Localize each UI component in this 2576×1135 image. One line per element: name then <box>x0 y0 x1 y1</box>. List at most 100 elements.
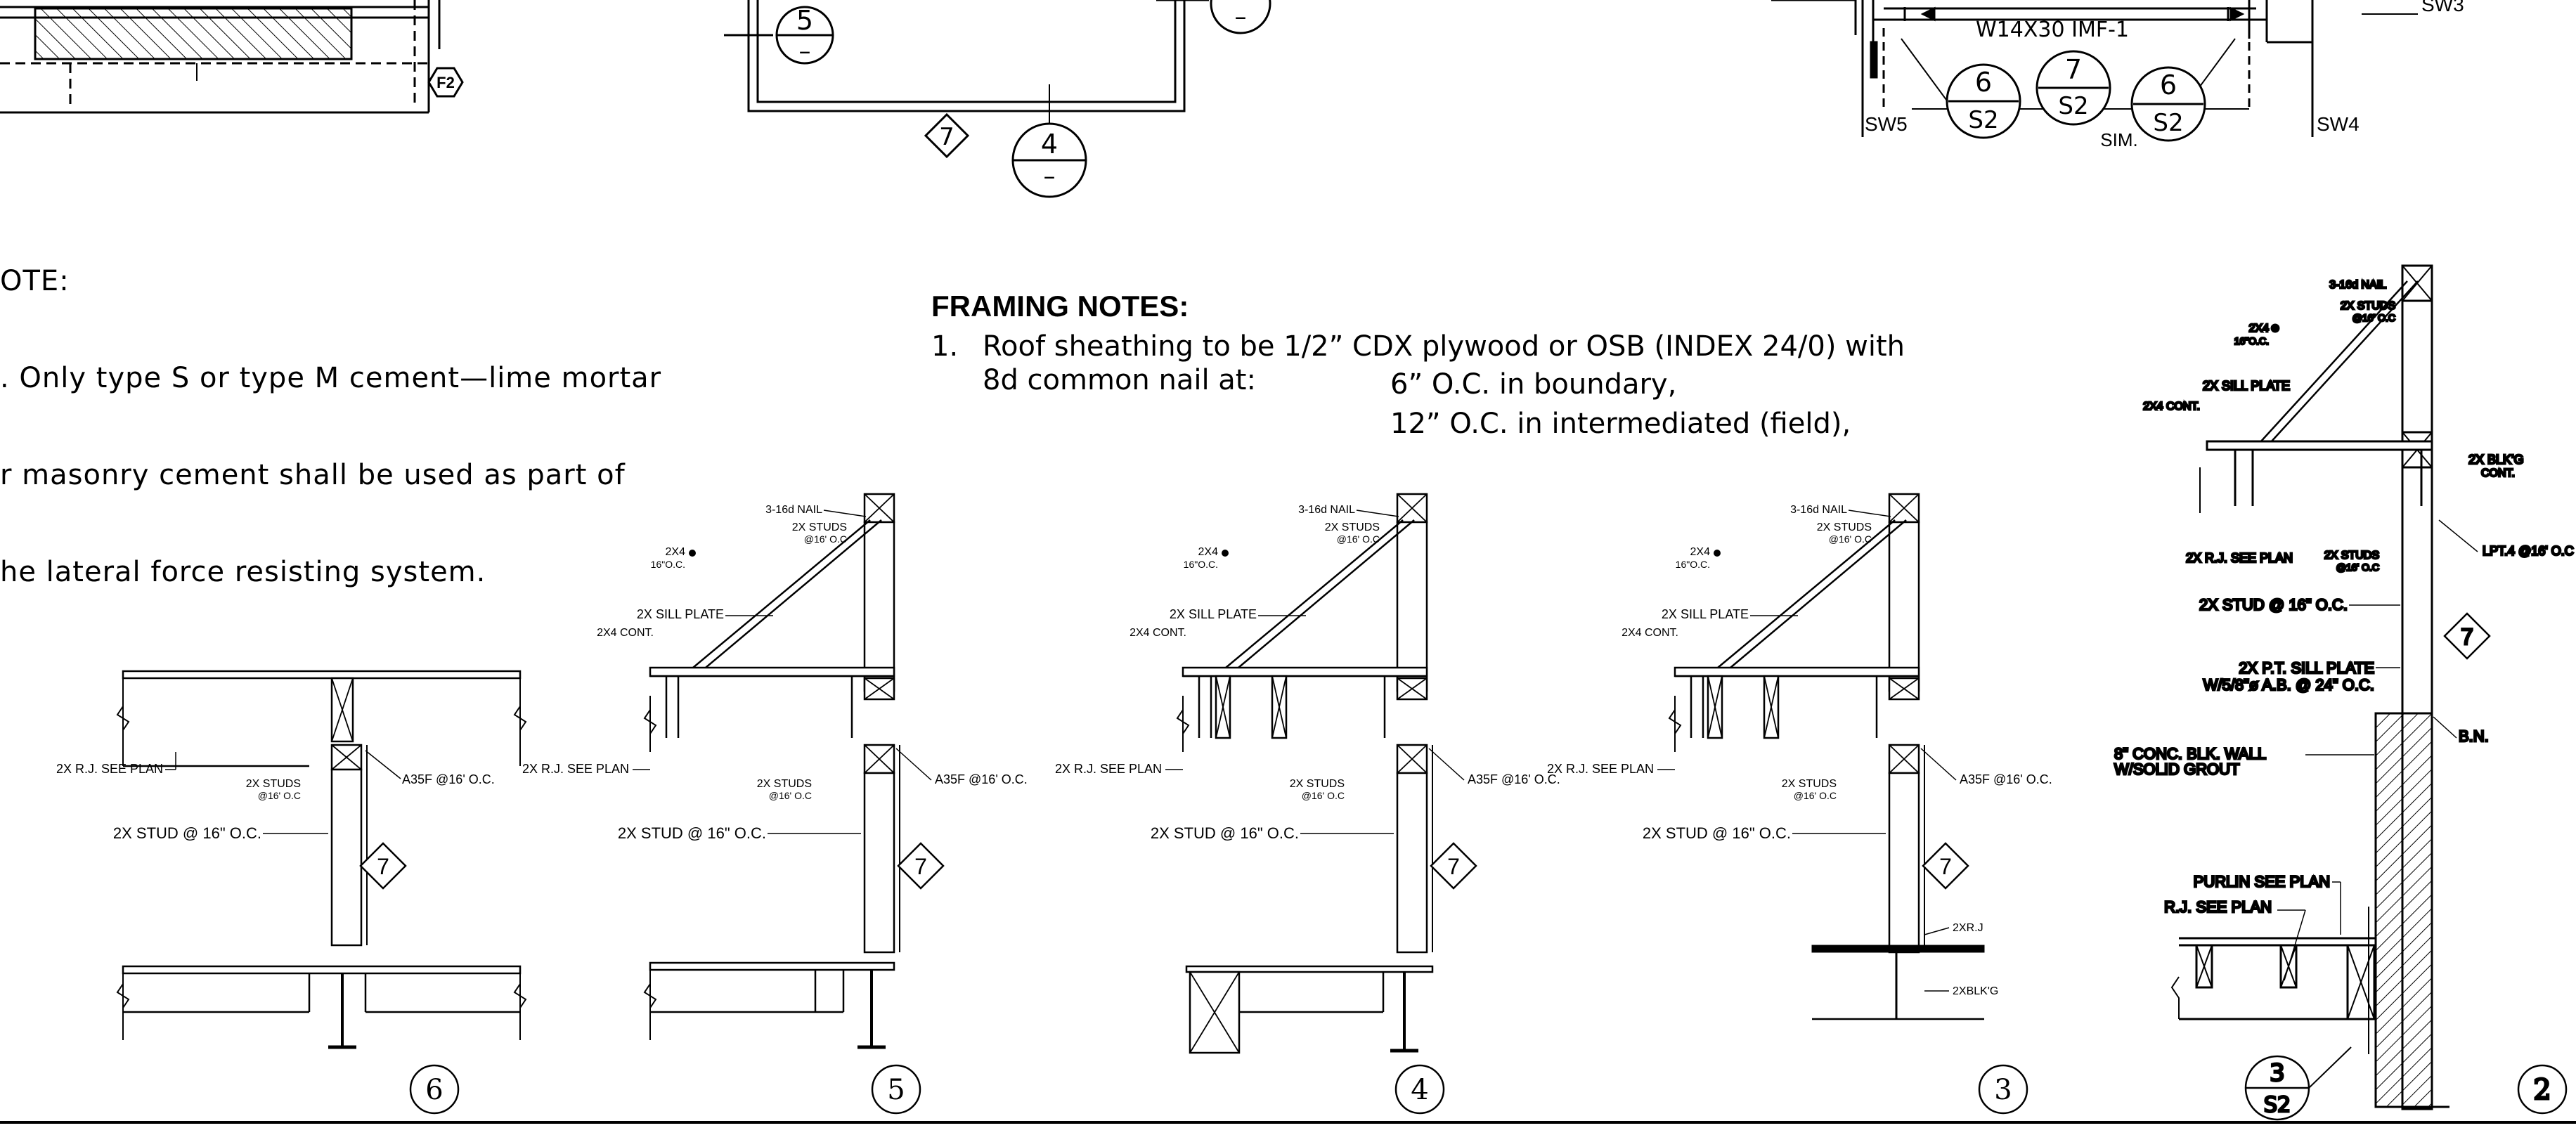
studs-low-spacing-label: @16' O.C <box>769 790 812 801</box>
diamond-7 <box>359 842 407 890</box>
callout-s2-3-sheet: S2 <box>2153 109 2183 137</box>
framing-note-number: 1. <box>931 330 959 363</box>
blkg-cont-label: CONT. <box>2481 467 2515 479</box>
studs-label: 2X STUDS <box>1325 521 1380 533</box>
a35f-label: A35F @16' O.C. <box>1960 772 2052 786</box>
detail-3-blkg: 2XBLK'G <box>1953 985 1998 997</box>
detail-2-circle <box>2517 1064 2568 1115</box>
studs-low-label: 2X STUDS <box>1290 778 1345 790</box>
framing-notes-title: FRAMING NOTES: <box>931 290 1189 323</box>
diamond-7-label: 7 <box>914 854 927 879</box>
callout-bubble-partial: – <box>1210 0 1271 34</box>
cont-label: 2X4 CONT. <box>2143 401 2200 413</box>
masonry-note-line-2: r masonry cement shall be used as part o… <box>0 459 626 491</box>
callout-s2-3-number: 6 <box>2160 70 2177 100</box>
callout-bubble-4: 4 – <box>1011 122 1087 198</box>
callout-3-number: 3 <box>2270 1059 2285 1087</box>
detail-6-circle <box>409 1064 460 1115</box>
framing-note-line-3: 12” O.C. in intermediated (field), <box>1390 408 1851 440</box>
studs-low-label: 2X STUDS <box>2324 550 2379 562</box>
callout-partial-sheet: – <box>1235 3 1247 31</box>
callout-4-sheet: – <box>1044 162 1056 190</box>
cont-label: 2X4 CONT. <box>597 627 654 639</box>
sill-pt-label: 2X P.T. SILL PLATE <box>2239 659 2374 677</box>
detail-d4-circle <box>1394 1064 1445 1115</box>
sw4-label: SW4 <box>2317 113 2360 135</box>
diamond-7 <box>1430 842 1477 890</box>
diamond-7-label: 7 <box>2461 624 2473 649</box>
stud-label: 2X STUD @ 16" O.C. <box>113 824 261 842</box>
sill-label: 2X SILL PLATE <box>1170 607 1257 621</box>
callout-5-sheet: – <box>799 37 811 65</box>
rj-label: 2X R.J. SEE PLAN <box>1055 762 1162 776</box>
callout-s2-2-sheet: S2 <box>2058 92 2088 120</box>
studs-low-spacing-label: @16' O.C <box>1794 790 1837 801</box>
callout-4-number: 4 <box>1041 129 1058 160</box>
framing-note-line-2-left: 8d common nail at: <box>983 364 1256 396</box>
tag-f2: F2 <box>436 74 455 91</box>
wall-label: 8" CONC. BLK. WALL <box>2114 745 2266 763</box>
callout-s2-3: 6 S2 <box>2130 66 2206 142</box>
rj-label: 2X R.J. SEE PLAN <box>56 762 163 776</box>
lpt-label: LPT.4 @16' O.C <box>2483 544 2574 558</box>
studs-label: 2X STUDS <box>2341 300 2395 312</box>
detail-d5-circle <box>871 1064 921 1115</box>
studs-low-label: 2X STUDS <box>246 778 301 790</box>
sill-label: 2X SILL PLATE <box>637 607 724 621</box>
diamond-7-label: 7 <box>1939 854 1952 879</box>
callout-s2-1-sheet: S2 <box>1968 106 1998 134</box>
detail-2-circle-number: 2 <box>2533 1074 2551 1106</box>
masonry-note: OTE: . Only type S or type M cement—lime… <box>0 200 661 621</box>
studs-low-label: 2X STUDS <box>757 778 812 790</box>
grout-label: W/SOLID GROUT <box>2114 760 2239 778</box>
sill-label: 2X SILL PLATE <box>2203 379 2290 393</box>
brace-label: 2X4 <box>1690 546 1711 558</box>
sw5-label: SW5 <box>1865 113 1908 135</box>
diamond-7 <box>897 842 945 890</box>
callout-s2-2-number: 7 <box>2065 54 2082 85</box>
rj-label: 2X R.J. SEE PLAN <box>522 762 629 776</box>
rj-label: 2X R.J. SEE PLAN <box>2186 551 2293 565</box>
nail-label: 3-16d NAIL <box>1298 504 1355 516</box>
sw3-label: SW3 <box>2421 0 2464 15</box>
callout-5-number: 5 <box>796 5 813 36</box>
studs-spacing-label: @16' O.C <box>1337 533 1380 545</box>
anchor-label: W/5/8"ø A.B. @ 24" O.C. <box>2203 676 2374 694</box>
callout-s2-1-number: 6 <box>1975 67 1992 98</box>
studs-spacing-label: @16' O.C <box>2352 312 2395 323</box>
beam-label: W14X30 IMF-1 <box>1976 18 2129 42</box>
brace-label: 2X4 <box>1198 546 1219 558</box>
diamond-7-label: 7 <box>1447 854 1460 879</box>
framing-note-line-2-right: 6” O.C. in boundary, <box>1390 368 1677 401</box>
a35f-label: A35F @16' O.C. <box>935 772 1028 786</box>
brace-spacing-label: 16"O.C. <box>2234 335 2269 346</box>
bn-label: B.N. <box>2459 727 2489 745</box>
nail-label: 3-16d NAIL <box>2329 279 2386 291</box>
studs-low-label: 2X STUDS <box>1782 778 1837 790</box>
detail-3-rj: 2XR.J <box>1953 922 1983 934</box>
brace-spacing-label: 16"O.C. <box>1676 559 1710 570</box>
studs-label: 2X STUDS <box>792 521 847 533</box>
brace-label: 2X4 <box>2249 323 2270 335</box>
nail-label: 3-16d NAIL <box>765 504 822 516</box>
masonry-note-line-1: . Only type S or type M cement—lime mort… <box>0 362 662 394</box>
top-middle-plan <box>724 0 1209 130</box>
stud-label: 2X STUD @ 16" O.C. <box>2199 596 2348 614</box>
studs-spacing-label: @16' O.C <box>804 533 847 545</box>
masonry-note-line-3: he lateral force resisting system. <box>0 556 486 588</box>
blkg-label: 2X BLK'G <box>2468 453 2523 467</box>
nail-label: 3-16d NAIL <box>1790 504 1847 516</box>
rj-plan-label: R.J. SEE PLAN <box>2164 898 2272 916</box>
detail-d4-circle-number: 4 <box>1411 1074 1428 1106</box>
callout-3-sheet: S2 <box>2264 1093 2291 1117</box>
sill-label: 2X SILL PLATE <box>1662 607 1749 621</box>
studs-label: 2X STUDS <box>1817 521 1872 533</box>
cont-label: 2X4 CONT. <box>1622 627 1678 639</box>
callout-s2-1: 6 S2 <box>1946 63 2021 139</box>
callout-bubble-5: 5 – <box>775 5 834 65</box>
